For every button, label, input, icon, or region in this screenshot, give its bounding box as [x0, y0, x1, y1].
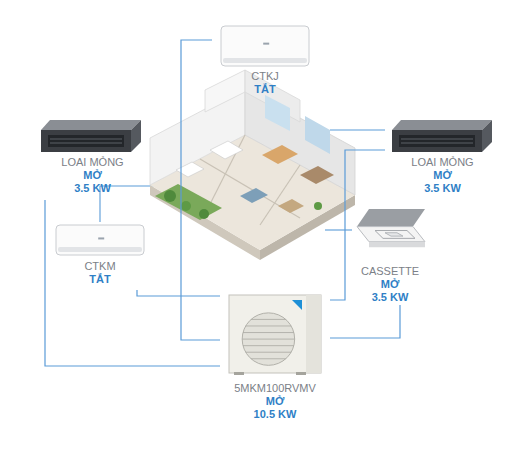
- status-label: MỞ: [83, 169, 102, 182]
- model-label: LOAI MỎNG: [411, 156, 473, 169]
- duct-unit-node: LOAI MỎNGMỞ3.5 KW: [35, 115, 150, 200]
- cassette-unit-icon: [355, 207, 427, 267]
- pipe-connector: [330, 305, 400, 338]
- outdoor-unit-icon: [228, 294, 322, 380]
- duct-unit-node: LOAI MỎNGMỞ3.5 KW: [385, 115, 500, 200]
- wall-unit-node: CTKMTẮT: [50, 222, 150, 290]
- status-label: TẮT: [89, 273, 110, 286]
- status-label: 3.5 KW: [424, 182, 461, 195]
- model-label: CTKM: [84, 260, 115, 273]
- model-label: 5MKM100RVMV: [234, 382, 316, 395]
- model-label: LOAI MỎNG: [61, 156, 123, 169]
- status-label: 3.5 KW: [74, 182, 111, 195]
- pipe-connector: [45, 200, 220, 366]
- status-label: MỞ: [381, 278, 400, 291]
- wall-unit-icon: [55, 224, 145, 260]
- model-label: CTKJ: [251, 70, 279, 83]
- status-label: TẮT: [254, 83, 275, 96]
- outdoor-unit-node: 5MKM100RVMVMỞ10.5 KW: [220, 292, 330, 432]
- status-label: 3.5 KW: [372, 291, 409, 304]
- cassette-unit-node: CASSETTEMỞ3.5 KW: [352, 205, 428, 305]
- wall-unit-icon: [220, 25, 310, 71]
- status-label: 10.5 KW: [254, 408, 297, 421]
- wall-unit-node: CTKJTẮT: [212, 22, 318, 100]
- model-label: CASSETTE: [361, 265, 419, 278]
- duct-unit-icon: [40, 119, 142, 157]
- pipe-connector: [181, 40, 220, 340]
- duct-unit-icon: [391, 119, 493, 157]
- status-label: MỞ: [266, 395, 285, 408]
- status-label: MỞ: [433, 169, 452, 182]
- pipe-connector: [137, 290, 220, 296]
